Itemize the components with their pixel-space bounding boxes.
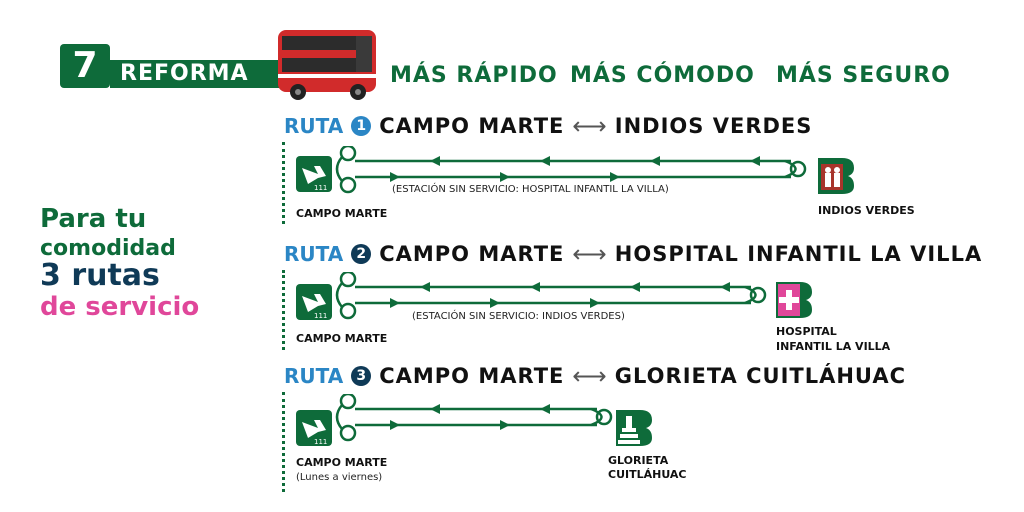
line-number-badge: 7 — [60, 44, 110, 88]
route-3-origin-station: CAMPO MARTE — [296, 456, 388, 469]
route-2-destination: HOSPITAL INFANTIL LA VILLA — [614, 242, 983, 266]
route-2-label: RUTA — [284, 242, 344, 266]
route-3-origin: CAMPO MARTE — [379, 364, 565, 388]
route-2-track — [335, 272, 767, 320]
campo-marte-station-icon: 111 — [296, 410, 332, 446]
campo-marte-station-icon: 111 — [296, 284, 332, 320]
campo-marte-station-icon: 111 — [296, 156, 332, 192]
route-3-header: RUTA 3 CAMPO MARTE ⟷ GLORIETA CUITLÁHUAC — [284, 362, 906, 390]
route-3-track — [335, 394, 613, 442]
route-2-note: (ESTACIÓN SIN SERVICIO: INDIOS VERDES) — [412, 311, 625, 322]
route-1-number: 1 — [351, 116, 372, 136]
svg-text:111: 111 — [314, 312, 327, 320]
double-decker-bus-icon — [278, 30, 376, 100]
side-text-line1: Para tu — [40, 204, 147, 234]
bidirectional-arrow-icon: ⟷ — [572, 362, 607, 390]
route-2-destination-station: HOSPITAL — [776, 325, 837, 338]
bidirectional-arrow-icon: ⟷ — [572, 112, 607, 140]
route-2-origin-station: CAMPO MARTE — [296, 332, 388, 345]
route-3-destination-station: GLORIETA — [608, 454, 669, 467]
route-3-destination-station-line2: CUITLÁHUAC — [608, 468, 687, 481]
route-3-divider — [282, 392, 285, 492]
side-text-line2: comodidad — [40, 236, 176, 261]
route-1-destination-station: INDIOS VERDES — [818, 204, 915, 217]
indios-verdes-station-icon — [818, 158, 854, 194]
route-1-header: RUTA 1 CAMPO MARTE ⟷ INDIOS VERDES — [284, 112, 812, 140]
route-1-origin-station: CAMPO MARTE — [296, 207, 388, 220]
svg-text:111: 111 — [314, 438, 327, 446]
route-2-divider — [282, 270, 285, 350]
route-1-note: (ESTACIÓN SIN SERVICIO: HOSPITAL INFANTI… — [392, 184, 669, 195]
route-2-origin: CAMPO MARTE — [379, 242, 565, 266]
route-3-destination: GLORIETA CUITLÁHUAC — [614, 364, 906, 388]
route-1-track — [335, 146, 807, 194]
route-1-label: RUTA — [284, 114, 344, 138]
svg-text:111: 111 — [314, 184, 327, 192]
bidirectional-arrow-icon: ⟷ — [572, 240, 607, 268]
route-2-header: RUTA 2 CAMPO MARTE ⟷ HOSPITAL INFANTIL L… — [284, 240, 982, 268]
glorieta-cuitlahuac-station-icon — [616, 410, 652, 446]
side-text-line4: de servicio — [40, 292, 200, 322]
hospital-station-icon — [776, 282, 812, 318]
route-3-label: RUTA — [284, 364, 344, 388]
route-1-destination: INDIOS VERDES — [614, 114, 813, 138]
route-1-divider — [282, 142, 285, 224]
slogan-safer: MÁS SEGURO — [776, 63, 951, 88]
slogan-comfort: MÁS CÓMODO — [570, 63, 755, 88]
route-2-number: 2 — [351, 244, 372, 264]
route-2-destination-station-line2: INFANTIL LA VILLA — [776, 340, 891, 353]
slogan-faster: MÁS RÁPIDO — [390, 63, 558, 88]
line-name-banner: REFORMA — [110, 60, 280, 88]
route-3-schedule: (Lunes a viernes) — [296, 472, 383, 483]
side-text-line3: 3 rutas — [40, 258, 160, 293]
route-3-number: 3 — [351, 366, 372, 386]
route-1-origin: CAMPO MARTE — [379, 114, 565, 138]
